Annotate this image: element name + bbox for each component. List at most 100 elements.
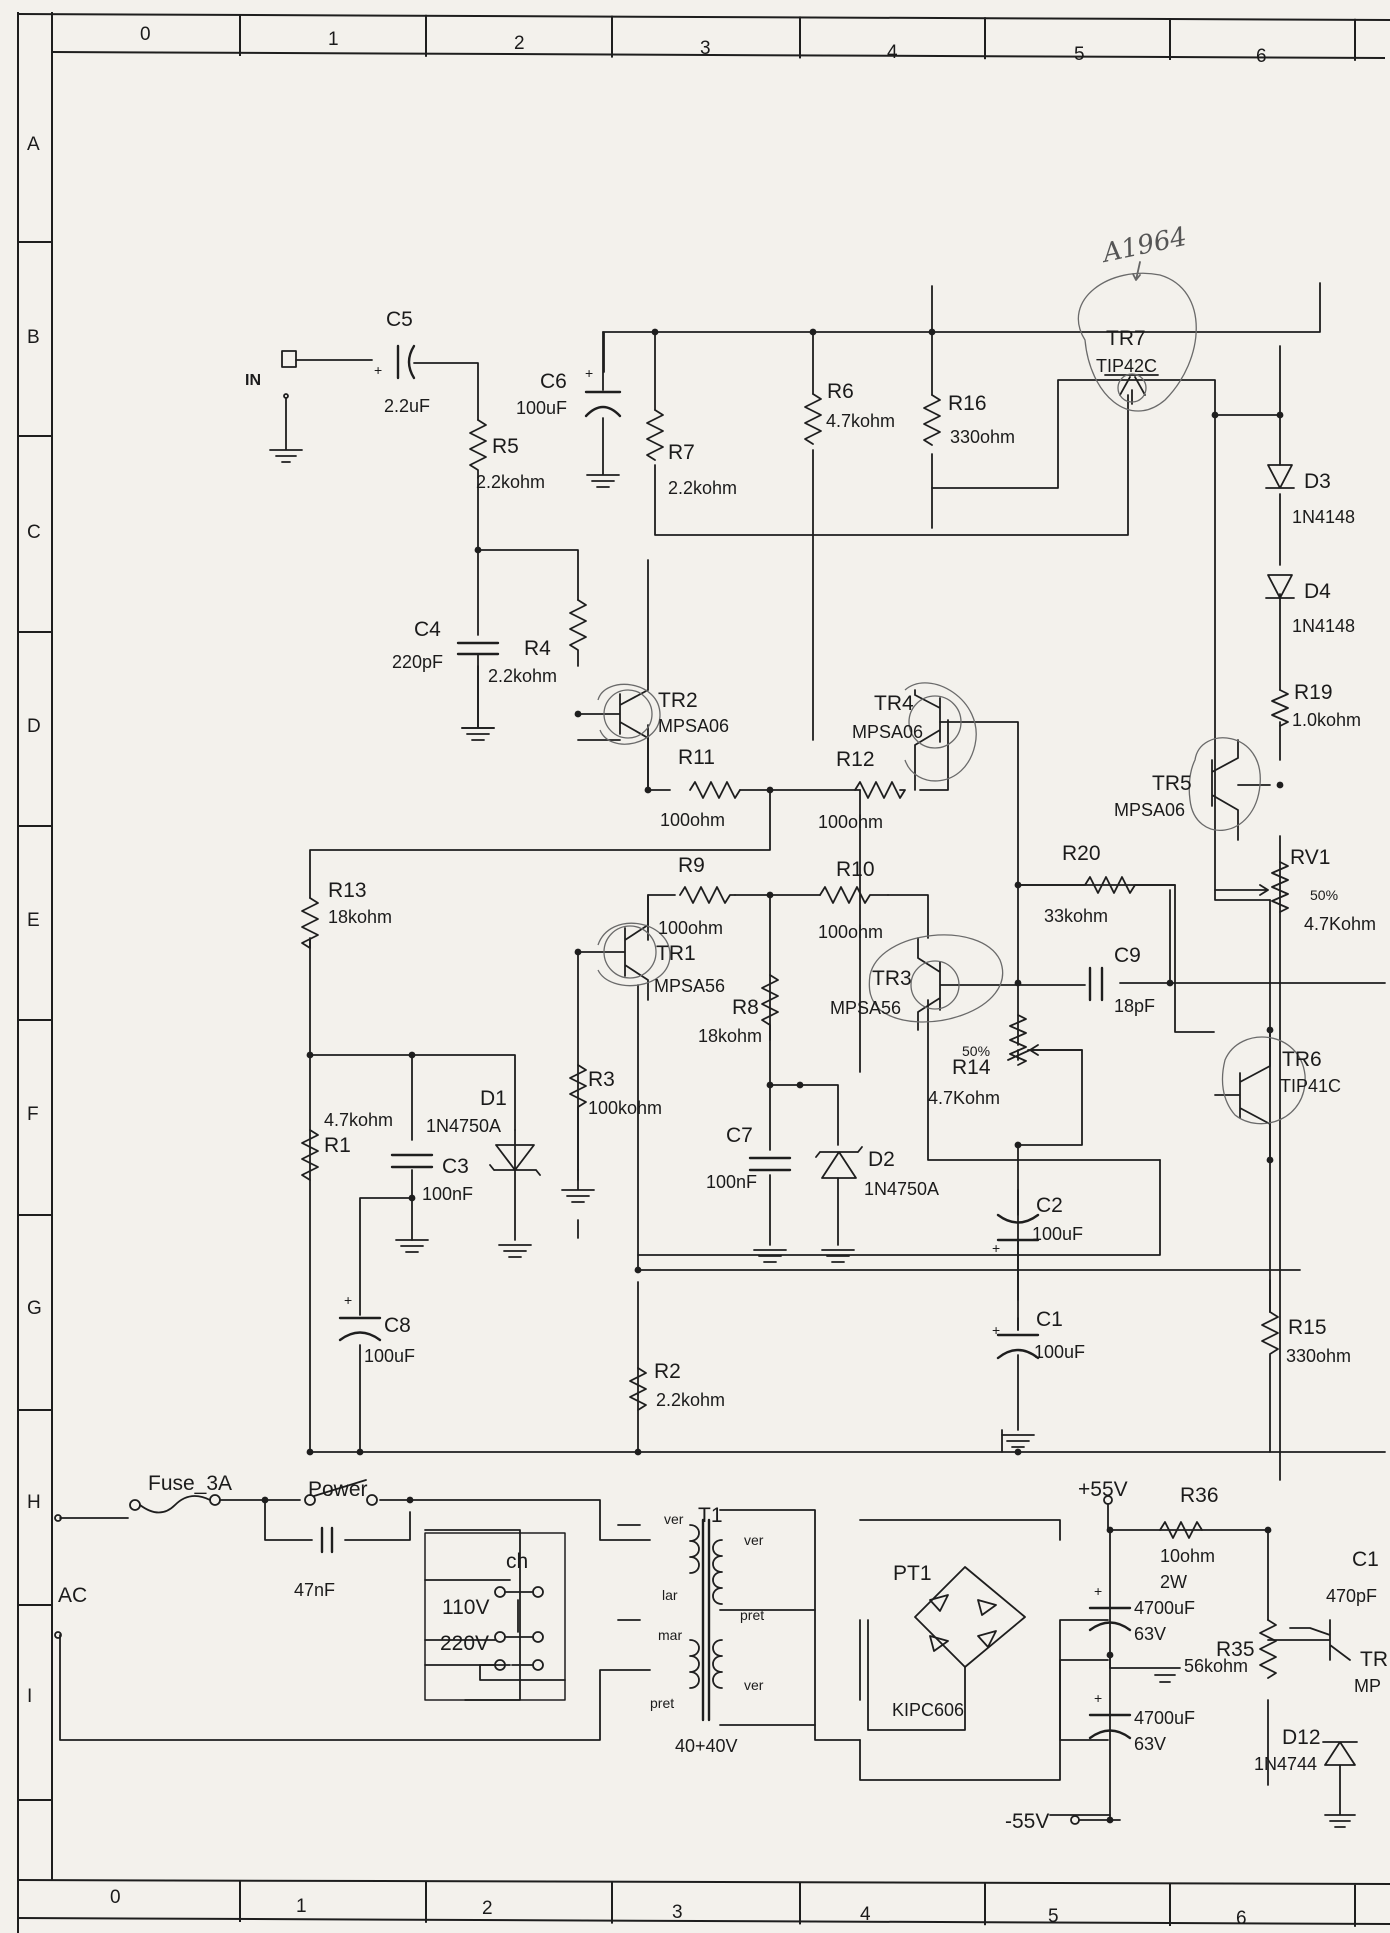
c9-value: 18pF xyxy=(1114,996,1155,1016)
svg-text:+: + xyxy=(344,1292,352,1308)
row-label: I xyxy=(27,1686,32,1707)
transistor-tr2 xyxy=(577,559,661,791)
cp1-value: 4700uF xyxy=(1134,1598,1195,1618)
c7-value: 100nF xyxy=(706,1172,757,1192)
resistor-r9 xyxy=(679,886,736,904)
resistor-r2 xyxy=(629,1367,647,1411)
d3-ref: D3 xyxy=(1304,470,1331,493)
capacitor-c9 xyxy=(1088,966,1104,1002)
ac-terminal-icon[interactable] xyxy=(54,1514,62,1522)
transistor-tr5 xyxy=(1188,737,1271,841)
t1-primary-pret: pret xyxy=(650,1695,674,1711)
col-label: 5 xyxy=(1074,44,1085,65)
zener-d1 xyxy=(489,1144,541,1258)
power-switch-icon[interactable] xyxy=(304,1479,378,1554)
fuse-label: Fuse_3A xyxy=(148,1472,232,1495)
drawing-frame xyxy=(17,12,1390,1933)
r11-value: 100ohm xyxy=(660,810,725,830)
trx-value: MP xyxy=(1354,1676,1381,1696)
c1x-value: 470pF xyxy=(1326,1586,1377,1606)
r12-value: 100ohm xyxy=(818,812,883,832)
tr6-value: TIP41C xyxy=(1280,1076,1341,1096)
resistor-r15 xyxy=(1261,1311,1279,1355)
col-label: 6 xyxy=(1256,46,1267,67)
tr7-ref: TR7 xyxy=(1106,327,1146,350)
tr5-value: MPSA06 xyxy=(1114,800,1185,820)
row-label: G xyxy=(27,1298,42,1319)
resistor-r3 xyxy=(561,1064,595,1203)
pos-rail-label: +55V xyxy=(1078,1478,1128,1501)
d2-value: 1N4750A xyxy=(864,1179,939,1199)
resistor-r8 xyxy=(761,974,779,1041)
input-jack-icon[interactable] xyxy=(281,350,297,368)
pt1-value: KIPC606 xyxy=(892,1700,964,1720)
t1-secondary-ver: ver xyxy=(744,1532,764,1548)
rv1-ref: RV1 xyxy=(1290,846,1330,869)
tr7-value: TIP42C xyxy=(1096,356,1157,376)
resistor-r11 xyxy=(689,781,741,799)
trx-ref: TR xyxy=(1360,1648,1388,1671)
col-label: 2 xyxy=(482,1898,493,1919)
col-label: 3 xyxy=(700,38,711,59)
r15-ref: R15 xyxy=(1288,1316,1327,1339)
capacitor-cp1: + xyxy=(1088,1583,1132,1632)
d1-ref: D1 xyxy=(480,1087,507,1110)
resistor-r13 xyxy=(301,897,319,949)
r3-value: 100kohm xyxy=(588,1098,662,1118)
t1-primary-ver: ver xyxy=(664,1511,684,1527)
col-label: 1 xyxy=(328,29,339,50)
tr1-ref: TR1 xyxy=(656,942,696,965)
d4-ref: D4 xyxy=(1304,580,1331,603)
r5-value: 2.2kohm xyxy=(476,472,545,492)
r9-value: 100ohm xyxy=(658,918,723,938)
c8-value: 100uF xyxy=(364,1346,415,1366)
transistor-tr4 xyxy=(904,682,977,791)
transistor-tr3 xyxy=(868,934,1004,1031)
svg-text:+: + xyxy=(992,1240,1000,1256)
bridge-rectifier-pt1 xyxy=(867,1566,1026,1731)
capacitor-c2: + xyxy=(992,1213,1040,1256)
ac-terminal-icon[interactable] xyxy=(54,1631,62,1639)
r36-rating: 2W xyxy=(1160,1572,1187,1592)
svg-text:+: + xyxy=(992,1322,1000,1338)
t1-secondary-pret: pret xyxy=(740,1607,764,1623)
zener-d2 xyxy=(815,1146,863,1263)
power-cap-value: 47nF xyxy=(294,1580,335,1600)
t1-secondary-ver2: ver xyxy=(744,1677,764,1693)
column-labels-top: 0 1 2 3 4 5 6 xyxy=(140,24,1267,67)
t1-primary-mar: mar xyxy=(658,1627,682,1643)
r4-ref: R4 xyxy=(524,637,551,660)
r36-ref: R36 xyxy=(1180,1484,1219,1507)
r35-ref: R35 xyxy=(1216,1638,1255,1661)
r12-ref: R12 xyxy=(836,748,875,771)
input-label: IN xyxy=(245,372,261,389)
r13-value: 18kohm xyxy=(328,907,392,927)
voltage-selector-icon[interactable] xyxy=(424,1532,566,1701)
r1-ref: R1 xyxy=(324,1134,351,1157)
r6-ref: R6 xyxy=(827,380,854,403)
cp1-rating: 63V xyxy=(1134,1624,1166,1644)
resistor-r10 xyxy=(819,886,889,904)
r14-value: 4.7Kohm xyxy=(928,1088,1000,1108)
row-label: D xyxy=(27,716,41,737)
c8-ref: C8 xyxy=(384,1314,411,1337)
col-label: 0 xyxy=(110,1887,121,1908)
r5-ref: R5 xyxy=(492,435,519,458)
r1-value: 4.7kohm xyxy=(324,1110,393,1130)
neg-rail-terminal-icon[interactable] xyxy=(1070,1815,1080,1825)
r36-value: 10ohm xyxy=(1160,1546,1215,1566)
c1x-ref: C1 xyxy=(1352,1548,1379,1571)
r9-ref: R9 xyxy=(678,854,705,877)
handwritten-note: A1964 xyxy=(1098,222,1189,269)
tr1-value: MPSA56 xyxy=(654,976,725,996)
c4-ref: C4 xyxy=(414,618,441,641)
c6-ref: C6 xyxy=(540,370,567,393)
resistor-r36 xyxy=(1159,1521,1203,1539)
col-label: 5 xyxy=(1048,1906,1059,1927)
junctions xyxy=(261,328,1284,1824)
capacitor-c1: + xyxy=(992,1322,1040,1448)
capacitor-cp2: + xyxy=(1088,1690,1132,1740)
ground-icon xyxy=(269,397,303,463)
c1-value: 100uF xyxy=(1034,1342,1085,1362)
